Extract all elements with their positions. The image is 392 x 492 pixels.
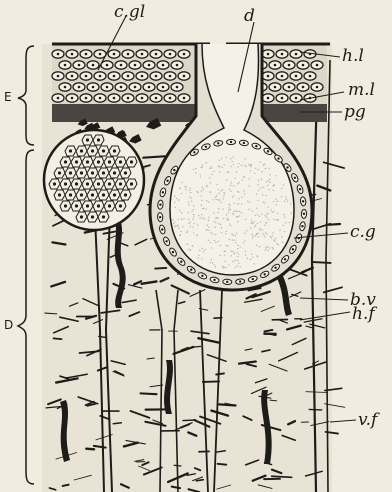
label-m-l: m.l bbox=[348, 82, 375, 99]
label-c-g: c.g bbox=[350, 224, 376, 241]
gland-left bbox=[44, 130, 144, 230]
label-h-l: h.l bbox=[342, 48, 364, 65]
label-epidermis: E bbox=[4, 90, 12, 104]
label-v-f: v.f bbox=[358, 412, 377, 429]
malpighian-layer bbox=[52, 104, 327, 122]
label-c-gl: c.gl bbox=[114, 4, 145, 21]
label-pg: pg bbox=[344, 104, 366, 121]
label-d: d bbox=[244, 8, 255, 25]
label-h-f: h.f bbox=[352, 306, 375, 323]
label-dermis: D bbox=[4, 318, 13, 332]
